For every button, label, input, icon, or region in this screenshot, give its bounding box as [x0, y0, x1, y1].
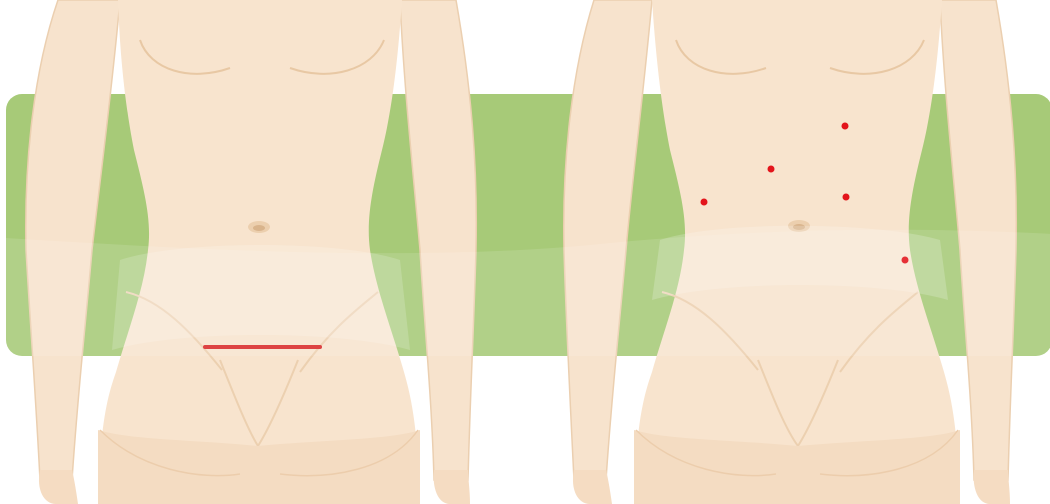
left-torso-hand-right	[434, 470, 470, 504]
port-dot	[842, 123, 849, 130]
port-dot	[701, 199, 708, 206]
port-dot	[768, 166, 775, 173]
left-torso-navel-inner	[253, 225, 265, 231]
port-dot	[843, 194, 850, 201]
right-torso-hand-right	[974, 470, 1010, 504]
right-torso-hand-left	[573, 470, 612, 504]
watermark-text	[1036, 150, 1050, 360]
left-torso-hand-left	[39, 470, 78, 504]
